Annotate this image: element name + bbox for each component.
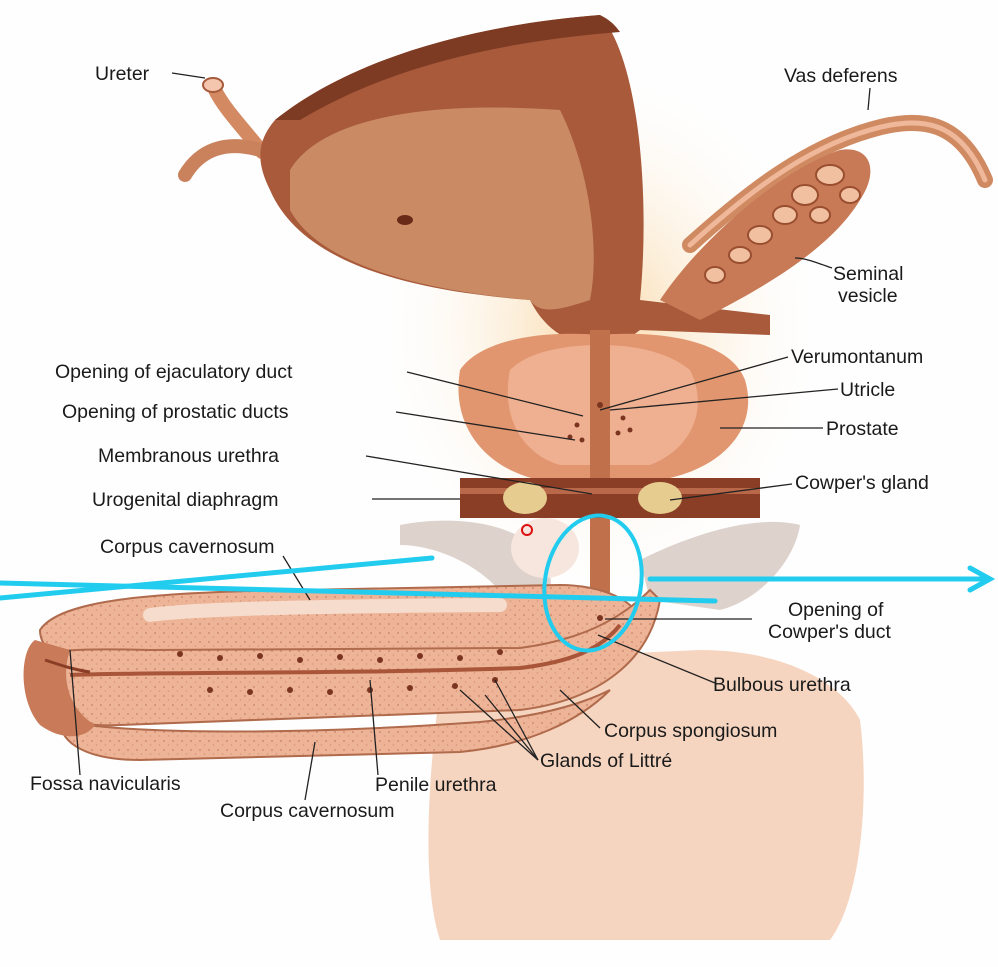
prostatic-urethra <box>590 330 610 600</box>
ureter-opening <box>203 78 223 92</box>
label-opening-ejaculatory-duct: Opening of ejaculatory duct <box>55 361 293 383</box>
cowpers-gland-right <box>638 482 682 514</box>
label-corpus-cavernosum-top: Corpus cavernosum <box>100 536 275 558</box>
label-corpus-cavernosum-bottom: Corpus cavernosum <box>220 800 395 822</box>
label-seminal-vesicle-1: Seminal <box>833 263 903 285</box>
label-seminal-vesicle-2: vesicle <box>838 285 898 307</box>
label-glands-of-littre: Glands of Littré <box>540 750 672 772</box>
cowpers-gland-left <box>503 482 547 514</box>
label-vas-deferens: Vas deferens <box>784 65 898 87</box>
label-corpus-spongiosum: Corpus spongiosum <box>604 720 777 742</box>
label-ureter: Ureter <box>95 63 150 85</box>
label-cowpers-gland: Cowper's gland <box>795 472 929 494</box>
label-opening-cowpers-duct-1: Opening of <box>788 599 884 621</box>
label-fossa-navicularis: Fossa navicularis <box>30 773 181 795</box>
label-verumontanum: Verumontanum <box>791 346 923 368</box>
bladder-inner-cavity <box>290 108 594 310</box>
label-bulbous-urethra: Bulbous urethra <box>713 674 851 696</box>
label-utricle: Utricle <box>840 379 895 401</box>
label-penile-urethra: Penile urethra <box>375 774 497 796</box>
label-prostate: Prostate <box>826 418 899 440</box>
label-urogenital-diaphragm: Urogenital diaphragm <box>92 489 278 511</box>
label-opening-cowpers-duct-2: Cowper's duct <box>768 621 892 643</box>
ureter-left-stub <box>185 146 260 175</box>
label-membranous-urethra: Membranous urethra <box>98 445 279 467</box>
label-opening-prostatic-ducts: Opening of prostatic ducts <box>62 401 289 423</box>
ureteric-orifice <box>397 215 413 225</box>
